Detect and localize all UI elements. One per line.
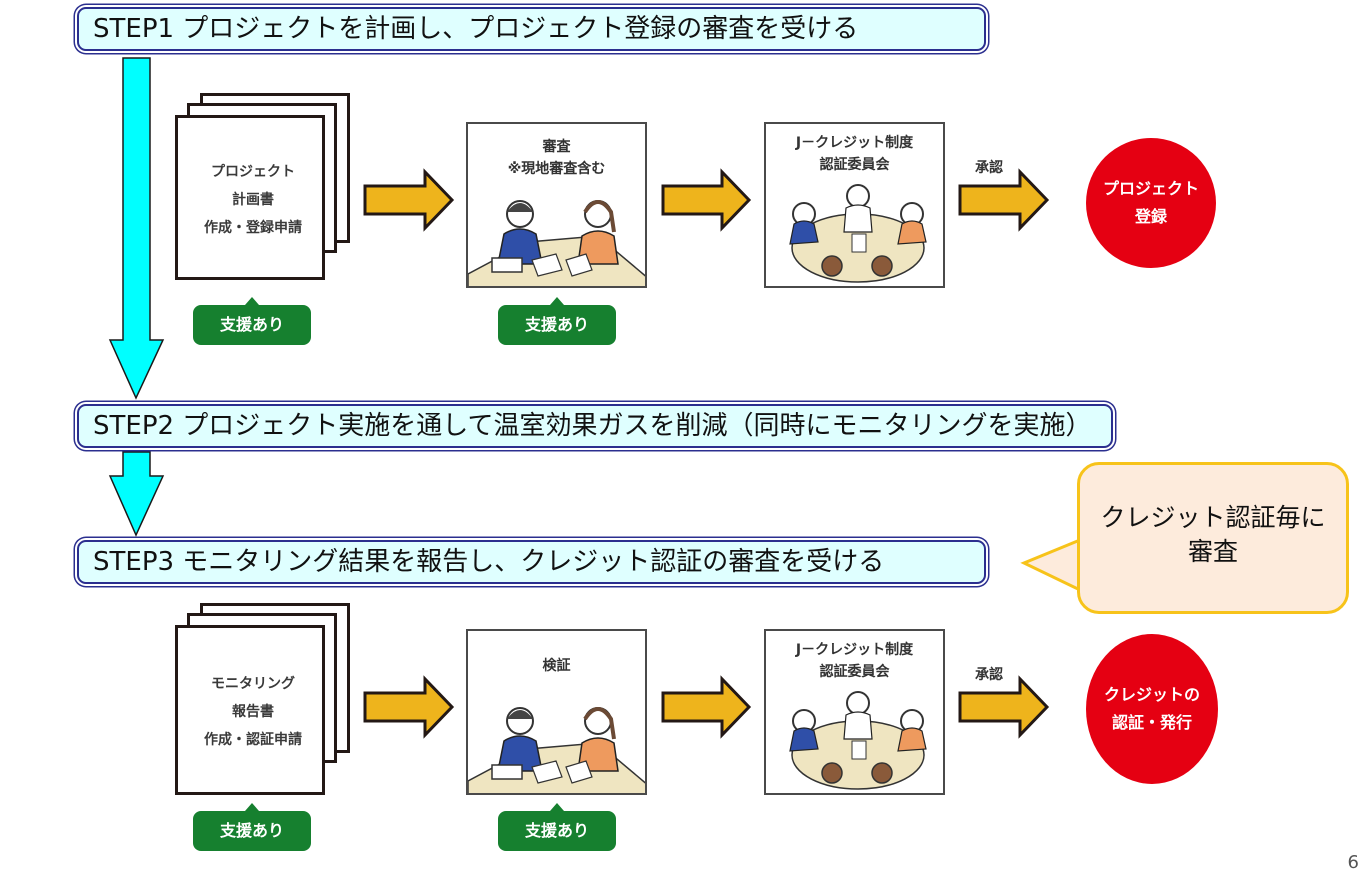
- verification-title: 検証: [542, 658, 571, 674]
- support-badge: 支援あり: [193, 803, 311, 851]
- document-line-2: 計画書: [232, 192, 274, 208]
- approval-label: 承認: [975, 667, 1003, 683]
- document-line-1: プロジェクト: [211, 164, 295, 180]
- document-line-3: 作成・認証申請: [204, 732, 302, 748]
- callout-tail: [1020, 537, 1082, 593]
- document-line-1: モニタリング: [211, 676, 295, 692]
- meeting-illustration-icon: [468, 200, 645, 286]
- step1-bar: STEP1 プロジェクトを計画し、プロジェクト登録の審査を受ける: [77, 7, 986, 51]
- document-page-front: プロジェクト 計画書 作成・登録申請: [175, 115, 325, 280]
- flow-arrow-1b: [661, 168, 752, 232]
- review-callout: クレジット認証毎に 審査: [1077, 462, 1349, 614]
- verification-panel: 検証: [466, 629, 647, 795]
- flow-arrow-1a: [363, 168, 455, 232]
- result-line-1: プロジェクト: [1102, 179, 1199, 198]
- flow-arrow-2c: [958, 675, 1050, 739]
- step2-bar: STEP2 プロジェクト実施を通して温室効果ガスを削減（同時にモニタリングを実施…: [77, 404, 1113, 448]
- committee-title-line-2: 認証委員会: [819, 157, 890, 173]
- flow-arrow-2b: [661, 675, 752, 739]
- meeting-illustration-icon: [468, 707, 645, 793]
- committee-title: J－クレジット制度 認証委員会: [766, 639, 943, 683]
- callout-line-2: 審査: [1187, 537, 1238, 566]
- result-line-1: クレジットの: [1103, 685, 1200, 704]
- review-title: 審査 ※現地審査含む: [468, 136, 645, 180]
- project-registration-circle: プロジェクト 登録: [1086, 138, 1216, 268]
- committee-meeting-illustration-icon: [789, 184, 927, 283]
- monitoring-report-document: モニタリング 報告書 作成・認証申請: [175, 603, 350, 795]
- committee-title-line-1: J－クレジット制度: [795, 642, 914, 658]
- support-badge: 支援あり: [193, 297, 311, 345]
- review-title-line-2: ※現地審査含む: [507, 161, 606, 177]
- committee-panel: J－クレジット制度 認証委員会: [764, 629, 945, 795]
- document-page-front: モニタリング 報告書 作成・認証申請: [175, 625, 325, 795]
- committee-meeting-illustration-icon: [789, 691, 927, 790]
- step3-bar: STEP3 モニタリング結果を報告し、クレジット認証の審査を受ける: [77, 540, 986, 584]
- review-panel: 審査 ※現地審査含む: [466, 122, 647, 288]
- document-line-3: 作成・登録申請: [204, 220, 302, 236]
- committee-title-line-2: 認証委員会: [819, 664, 890, 680]
- approval-label: 承認: [975, 160, 1003, 176]
- support-badge: 支援あり: [498, 297, 616, 345]
- page-number: 6: [1347, 852, 1359, 873]
- committee-panel: J－クレジット制度 認証委員会: [764, 122, 945, 288]
- support-badge: 支援あり: [498, 803, 616, 851]
- document-line-2: 報告書: [232, 704, 274, 720]
- down-arrow-step1-to-step2: [108, 57, 165, 400]
- result-line-2: 認証・発行: [1111, 713, 1192, 732]
- credit-issuance-circle: クレジットの 認証・発行: [1086, 634, 1218, 784]
- down-arrow-step2-to-step3: [108, 451, 165, 537]
- committee-title-line-1: J－クレジット制度: [795, 135, 914, 151]
- flow-arrow-1c: [958, 168, 1050, 232]
- flow-arrow-2a: [363, 675, 455, 739]
- project-plan-document: プロジェクト 計画書 作成・登録申請: [175, 93, 350, 280]
- result-line-2: 登録: [1134, 207, 1167, 226]
- callout-line-1: クレジット認証毎に: [1100, 503, 1326, 532]
- review-title-line-1: 審査: [542, 139, 571, 155]
- committee-title: J－クレジット制度 認証委員会: [766, 132, 943, 176]
